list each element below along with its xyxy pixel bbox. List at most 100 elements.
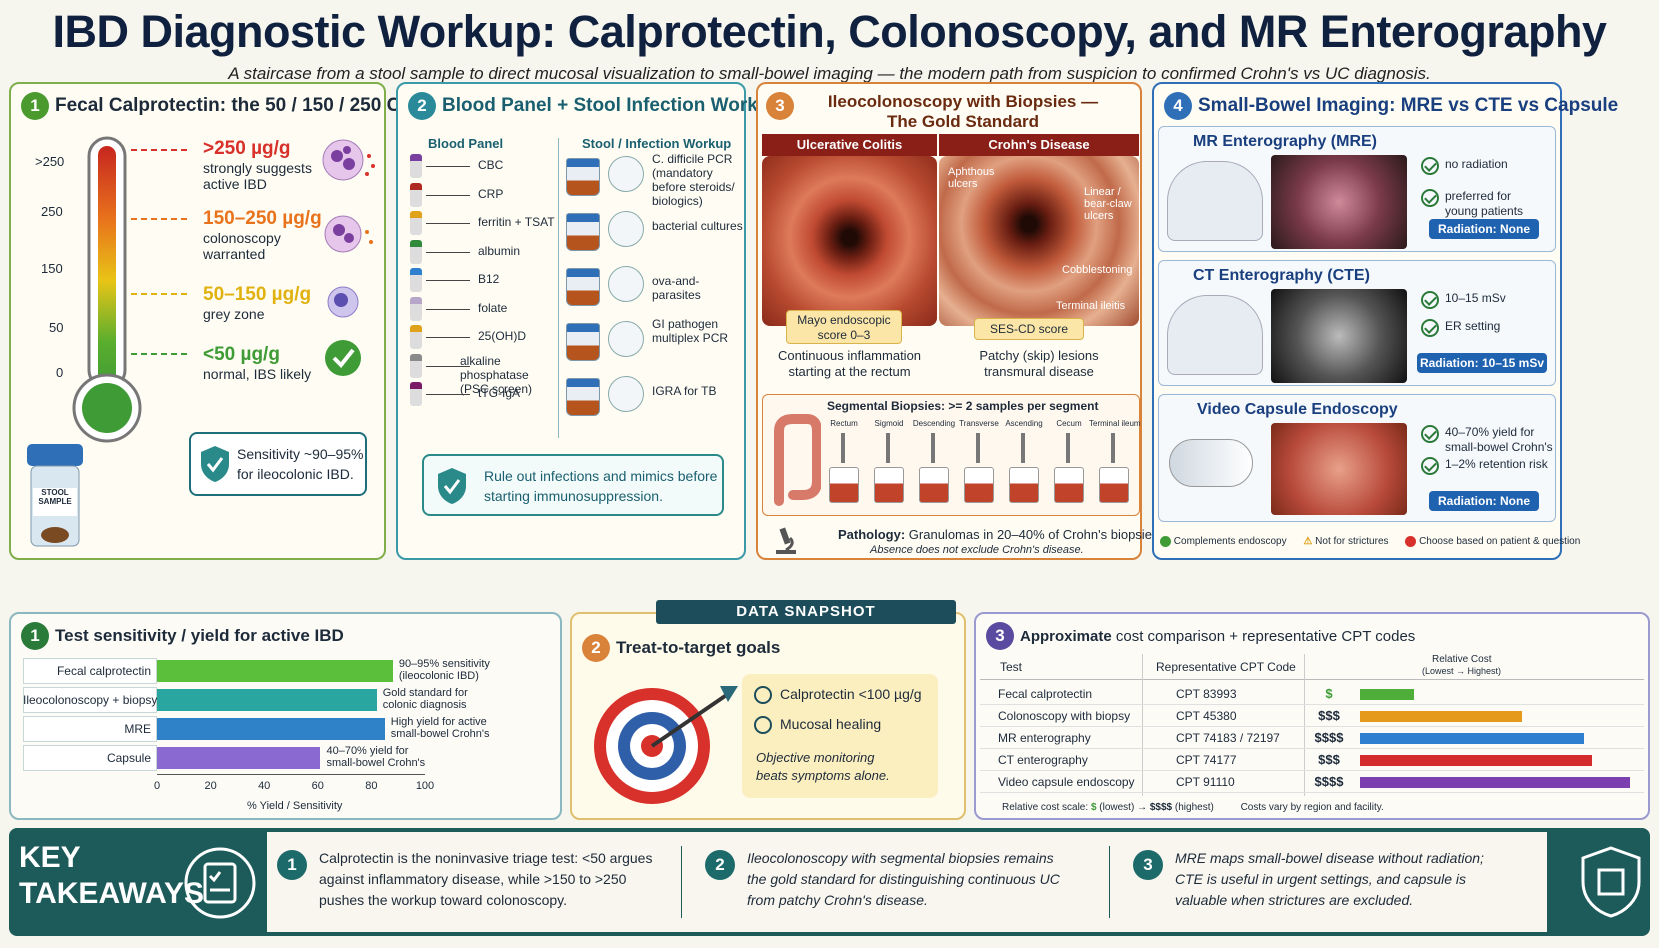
cost-col-header: Test <box>1000 660 1023 674</box>
takeaway-line: valuable when strictures are excluded. <box>1175 892 1414 908</box>
goal-item: Calprotectin <100 µg/g <box>754 686 922 705</box>
sensitivity-bar <box>157 718 385 740</box>
cost-symbol: $$$$ <box>1314 730 1344 745</box>
blood-tube-icon <box>410 182 422 207</box>
cost-bar <box>1360 755 1593 766</box>
cost-symbol: $$$ <box>1318 708 1340 723</box>
scale-low: $ <box>1090 802 1097 813</box>
stool-test-line: bacterial cultures <box>652 219 743 233</box>
goal-text: Mucosal healing <box>780 716 882 732</box>
takeaway-line: Ileocolonoscopy with segmental biopsies … <box>747 850 1054 866</box>
microscope-icon <box>776 527 796 554</box>
segment-label: Sigmoid <box>874 419 904 428</box>
scale-high-text: (highest) <box>1174 802 1214 813</box>
panel-title-text: Ileocolonoscopy with Biopsies — <box>827 92 1099 111</box>
scale-label: Relative cost scale: <box>1002 802 1089 813</box>
cost-cpt: CPT 91110 <box>1176 775 1235 789</box>
segment-label: Transverse <box>959 419 999 428</box>
cd-description: Patchy (skip) lesions transmural disease <box>939 348 1139 380</box>
blood-test: CRP <box>478 186 504 201</box>
cost-col-header: (Lowest → Highest) <box>1422 666 1502 676</box>
cost-test: Fecal calprotectin <box>998 687 1093 701</box>
zone-value: 150–250 µg/g <box>203 208 322 229</box>
cost-title-rest: cost comparison + representative CPT cod… <box>1115 627 1416 645</box>
pathology-bold: Pathology: <box>838 527 906 542</box>
stop-icon <box>1405 536 1417 547</box>
blood-tube-icon <box>410 296 422 321</box>
imaging-name: MR Enterography (MRE) <box>1193 133 1377 150</box>
blood-test: CBC <box>478 158 504 172</box>
scale-low-text: (lowest) <box>1099 802 1135 813</box>
forceps-icon <box>1066 433 1070 463</box>
benefit-line: 1–2% retention risk <box>1445 457 1548 471</box>
forceps-icon <box>931 433 935 463</box>
data-snapshot-label: DATA SNAPSHOT <box>656 600 956 624</box>
shield-check-icon <box>201 446 229 482</box>
takeaway-line: against inflammatory disease, while >150… <box>319 871 627 887</box>
uc-desc-line: Continuous inflammation <box>777 348 922 363</box>
chart-row-label: Fecal calprotectin <box>56 664 151 678</box>
biopsy-title: Segmental Biopsies: >= 2 samples per seg… <box>827 399 1099 413</box>
footer-note: Not for strictures <box>1315 536 1389 548</box>
cd-header: Crohn's Disease <box>939 134 1139 156</box>
tube-connector <box>426 223 470 224</box>
sensitivity-box: Sensitivity ~90–95% for ileocolonic IBD. <box>189 432 367 496</box>
benefit-line: young patients <box>1445 204 1524 218</box>
stool-test-line: multiplex PCR <box>652 331 729 345</box>
stool-cup-icon <box>566 158 600 196</box>
step-number: 3 <box>766 92 794 120</box>
stool-test: IGRA for TB <box>652 384 744 398</box>
scan-image <box>1271 155 1407 249</box>
specimen-jar-icon <box>964 467 994 503</box>
step-badge: 3 <box>766 92 794 120</box>
cd-label: Cobblestoning <box>1062 264 1133 276</box>
tube-connector <box>426 308 470 310</box>
pathogen-icon <box>608 321 644 357</box>
infection-note-box: Rule out infections and mimics before st… <box>422 454 724 516</box>
cd-label: Aphthous ulcers <box>948 166 995 190</box>
bar-note: (ileocolonic IBD) <box>398 670 479 682</box>
cost-bar <box>1360 733 1585 744</box>
step-number: 1 <box>21 92 49 120</box>
bar-note: 40–70% yield for <box>326 745 409 757</box>
takeaway-number: 2 <box>705 850 735 880</box>
cd-desc-line: Patchy (skip) lesions <box>979 348 1099 363</box>
warning-icon: ⚠ <box>1303 536 1313 548</box>
cost-row-line <box>980 792 1644 793</box>
cost-row-line <box>980 726 1644 727</box>
sensitivity-bar <box>157 689 377 711</box>
x-tick-label: 0 <box>153 780 161 792</box>
divider <box>558 138 559 438</box>
blood-test: albumin <box>478 243 521 258</box>
goals-box: Calprotectin <100 µg/g Mucosal healing O… <box>742 674 938 798</box>
scan-image <box>1271 289 1407 383</box>
forceps-icon <box>1111 433 1115 463</box>
cost-test: MR enterography <box>998 731 1091 745</box>
sensitivity-text: Sensitivity ~90–95% <box>237 446 364 462</box>
check-icon <box>1421 457 1439 475</box>
mayo-score-badge: Mayo endoscopic score 0–3 <box>786 310 902 344</box>
shield-check-icon <box>438 468 466 504</box>
specimen-jar-icon <box>874 467 904 503</box>
goal-item: Mucosal healing <box>754 716 882 735</box>
cost-symbol: $$$ <box>1318 752 1340 767</box>
zone-desc: active IBD <box>203 176 267 192</box>
blood-test: folate <box>478 300 508 315</box>
blood-test: B12 <box>478 272 500 286</box>
cost-row-line <box>980 748 1644 749</box>
zone-connectors <box>131 149 191 355</box>
bar-annotation: 90–95% sensitivity(ileocolonic IBD) <box>399 658 490 682</box>
zone-mid: 150–250 µg/g colonoscopy warranted <box>203 208 322 262</box>
